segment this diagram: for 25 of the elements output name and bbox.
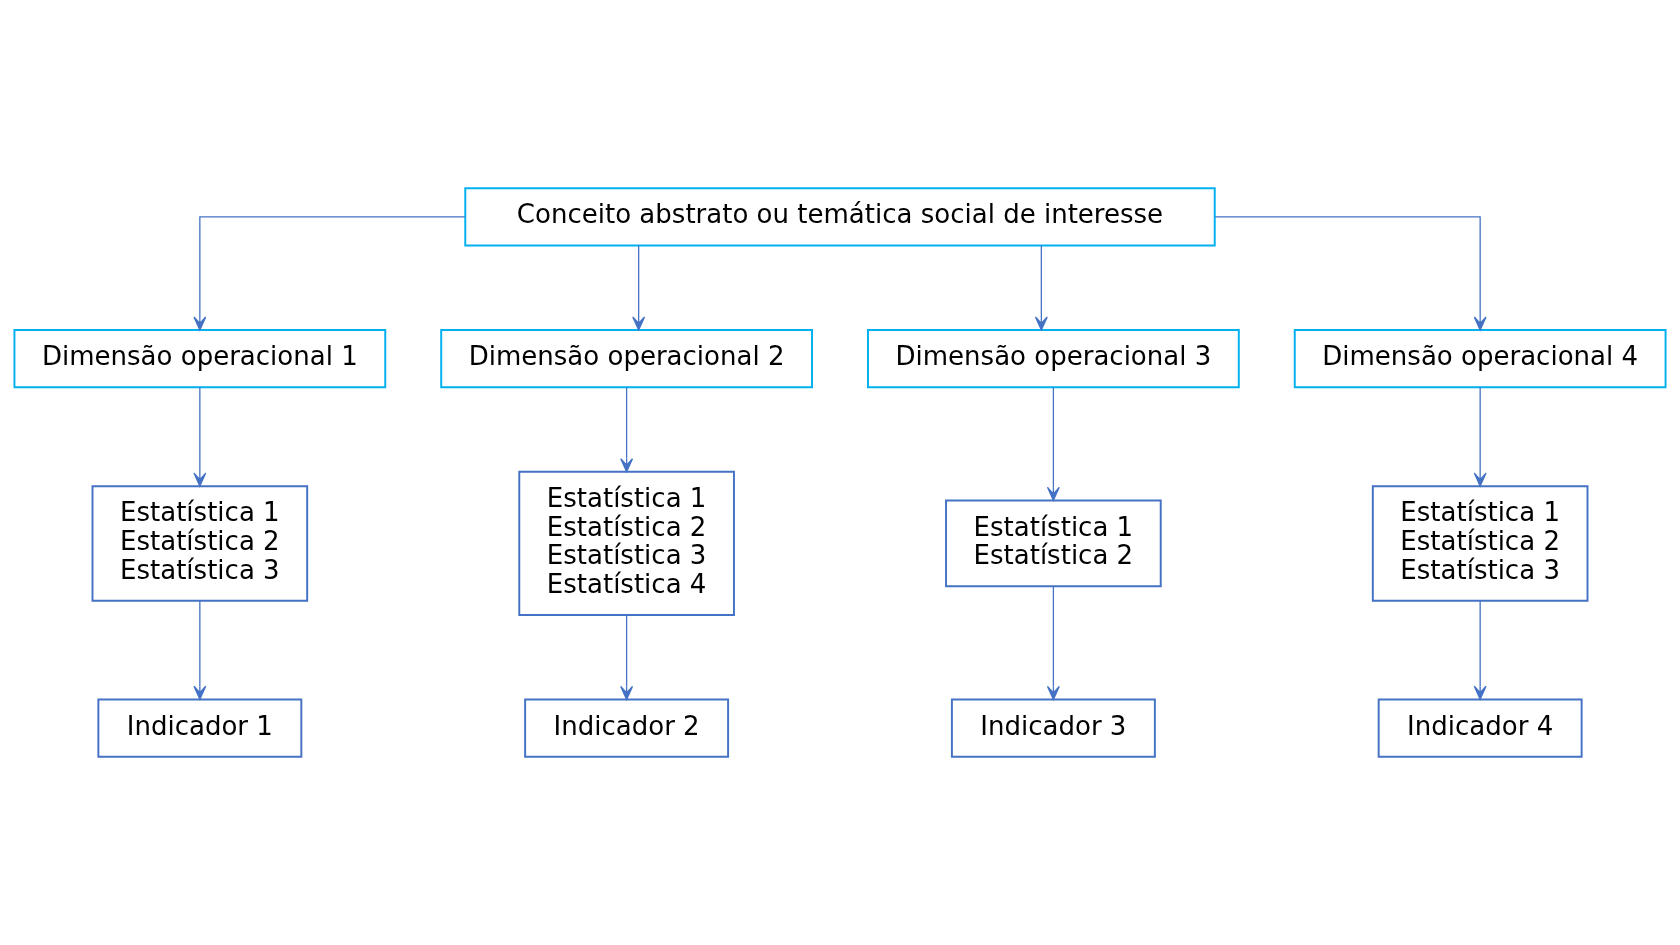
arrow	[632, 244, 646, 331]
arrow	[1214, 216, 1487, 331]
node-box: Estatística 1 Estatística 2 Estatística 3	[91, 485, 309, 602]
node-box: Estatística 1 Estatística 2	[945, 499, 1162, 588]
node-box: Dimensão operacional 1	[13, 329, 387, 389]
node-box: Indicador 1	[97, 698, 303, 758]
node-box: Indicador 2	[524, 698, 730, 758]
node-box: Conceito abstrato ou temática social de interesse	[464, 187, 1216, 247]
node-box: Dimensão operacional 2	[440, 329, 813, 389]
arrow	[1046, 386, 1060, 501]
arrow	[1473, 600, 1487, 700]
arrow	[193, 600, 207, 700]
arrow	[193, 386, 207, 487]
arrow	[1046, 586, 1060, 701]
node-box: Estatística 1 Estatística 2 Estatística 3 Estatística 4	[518, 470, 735, 616]
node-box: Indicador 3	[950, 698, 1156, 758]
arrow	[193, 216, 466, 331]
node-box: Estatística 1 Estatística 2 Estatística 3	[1371, 485, 1589, 602]
node-box: Dimensão operacional 4	[1293, 329, 1667, 389]
node-box: Dimensão operacional 3	[867, 329, 1240, 389]
arrow	[620, 614, 634, 701]
arrow	[1034, 244, 1048, 331]
arrow	[1473, 386, 1487, 487]
node-box: Indicador 4	[1377, 698, 1583, 758]
arrow	[620, 386, 634, 473]
